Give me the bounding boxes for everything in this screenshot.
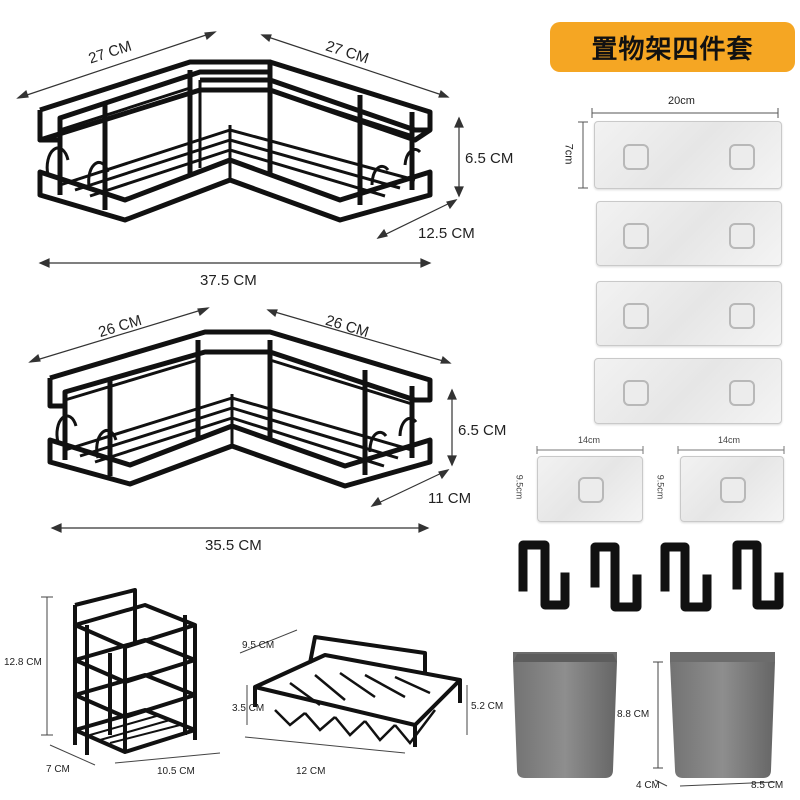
soap-dish-depth-label: 9.5 CM <box>242 640 275 651</box>
s-hook-icon <box>590 542 642 612</box>
adhesive-small-left-width-label: 14cm <box>578 435 601 445</box>
adhesive-large-height-label: 7cm <box>562 143 575 165</box>
large-rack-height-label: 6.5 CM <box>465 150 514 167</box>
adhesive-pad-small-left <box>537 456 643 522</box>
s-hook-icon <box>732 540 784 610</box>
adhesive-hook-icon <box>720 477 746 503</box>
adhesive-hook-icon <box>729 144 755 170</box>
soap-dish-inner-height-label: 3.5 CM <box>232 703 265 714</box>
adhesive-large-width-label: 20cm <box>668 95 695 107</box>
product-title-banner: 置物架四件套 <box>550 22 795 72</box>
adhesive-small-left-height-label: 9.5cm <box>514 474 525 500</box>
large-rack-depth-label: 12.5 CM <box>418 225 475 242</box>
adhesive-hook-icon <box>623 303 649 329</box>
adhesive-small-left-width-line <box>536 446 644 454</box>
cups-illustration <box>513 652 776 787</box>
product-title: 置物架四件套 <box>591 34 754 65</box>
s-hook-icon <box>518 540 570 610</box>
holder-rack-depth-label: 7 CM <box>46 764 70 775</box>
soap-dish-illustration <box>239 629 468 754</box>
adhesive-hook-icon <box>623 223 649 249</box>
adhesive-width-dimension-line <box>591 108 779 118</box>
holder-rack-width-label: 10.5 CM <box>157 766 195 777</box>
large-corner-rack-illustration <box>16 31 464 268</box>
cup-width-label: 8.5 CM <box>751 780 784 791</box>
medium-rack-depth-label: 11 CM <box>428 490 472 507</box>
adhesive-hook-icon <box>729 380 755 406</box>
adhesive-height-dimension-line <box>578 121 588 189</box>
adhesive-small-right-height-label: 9.5cm <box>655 474 666 500</box>
s-hooks-illustration <box>518 540 784 612</box>
cup-icon <box>513 652 617 778</box>
adhesive-pad-small-right <box>680 456 784 522</box>
adhesive-pad-large-1 <box>594 121 782 189</box>
holder-rack-height-label: 12.8 CM <box>4 657 42 668</box>
cup-depth-label: 4 CM <box>636 780 660 791</box>
adhesive-small-right-width-line <box>677 446 785 454</box>
adhesive-hook-icon <box>729 303 755 329</box>
soap-dish-height-label: 5.2 CM <box>471 701 504 712</box>
adhesive-pad-large-3 <box>596 281 782 346</box>
cup-height-label: 8.8 CM <box>617 709 650 720</box>
adhesive-pad-large-2 <box>596 201 782 266</box>
adhesive-small-right-width-label: 14cm <box>718 435 741 445</box>
adhesive-hook-icon <box>729 223 755 249</box>
soap-dish-width-label: 12 CM <box>296 766 326 777</box>
holder-rack-illustration <box>41 588 221 766</box>
adhesive-hook-icon <box>623 144 649 170</box>
adhesive-pad-large-4 <box>594 358 782 424</box>
large-rack-width-label: 37.5 CM <box>200 272 257 289</box>
cup-icon <box>670 652 775 778</box>
medium-corner-rack-illustration <box>28 307 457 533</box>
adhesive-hook-icon <box>623 380 649 406</box>
medium-rack-width-label: 35.5 CM <box>205 537 262 554</box>
s-hook-icon <box>660 542 712 612</box>
medium-rack-height-label: 6.5 CM <box>458 422 507 439</box>
adhesive-hook-icon <box>578 477 604 503</box>
